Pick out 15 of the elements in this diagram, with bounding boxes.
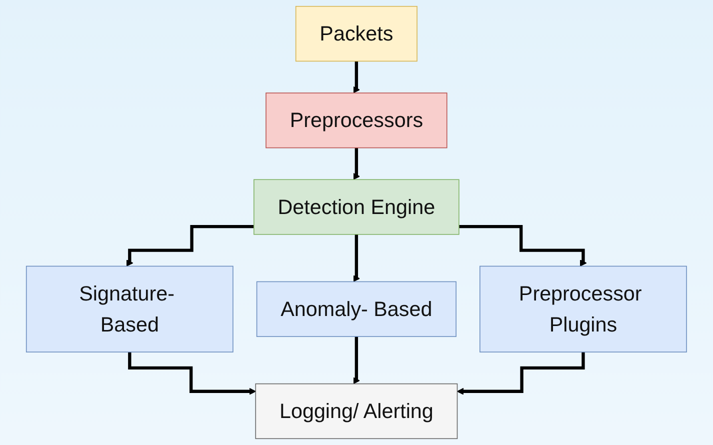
node-box: Anomaly- Based: [256, 281, 457, 337]
node-box: Packets: [296, 6, 418, 62]
node-box: Preprocessors: [266, 92, 448, 148]
arrow: [353, 60, 360, 94]
node-box: Preprocessor Plugins: [480, 266, 687, 352]
node-box: Logging/ Alerting: [255, 383, 458, 440]
arrow: [459, 225, 587, 267]
node-box: Signature- Based: [26, 266, 234, 352]
arrow: [353, 334, 360, 384]
node-box: Detection Engine: [254, 179, 460, 235]
arrow: [128, 350, 256, 395]
arrow: [126, 225, 254, 267]
arrow: [353, 232, 360, 282]
arrow: [353, 146, 360, 180]
arrow: [456, 350, 585, 395]
